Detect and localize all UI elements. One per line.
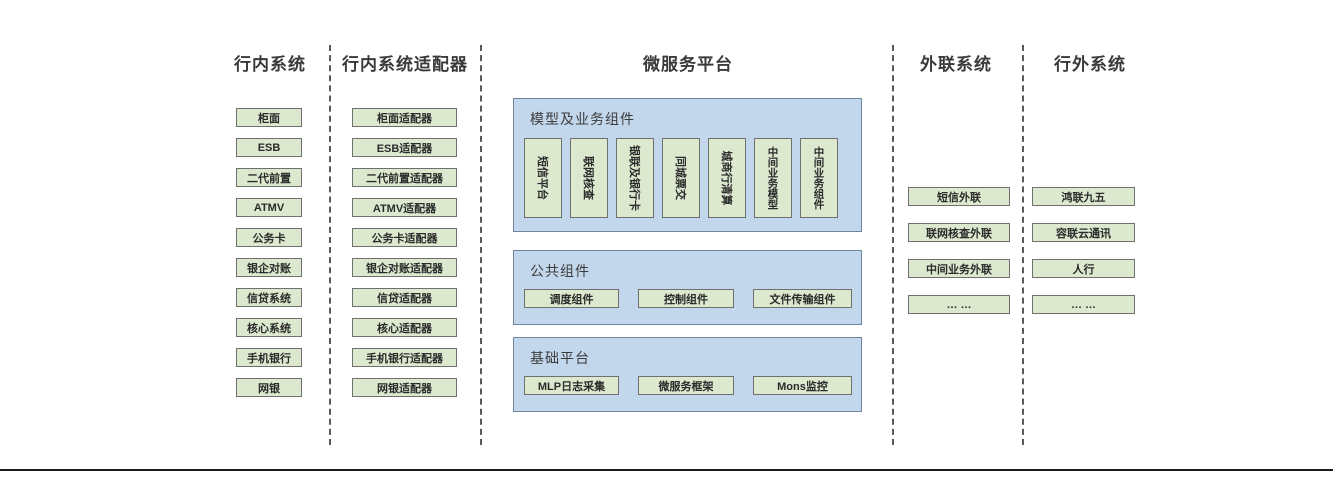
column-external-systems: 短信外联 联网核查外联 中间业务外联 … … [908, 187, 1010, 314]
divider-dashed-line [480, 45, 482, 445]
panel-model-business-components: 模型及业务组件 短信平台 联网核查 银联及银行卡 同城票交 城商行清算 中间业务… [513, 98, 862, 232]
system-box: 信贷系统 [236, 288, 302, 307]
panel-label: 基础平台 [530, 350, 590, 366]
system-box: 核心系统 [236, 318, 302, 337]
component-box: 调度组件 [524, 289, 619, 308]
vertical-box-row: 短信平台 联网核查 银联及银行卡 同城票交 城商行清算 中间业务模型 中间业务组… [524, 138, 838, 218]
header-internal-systems: 行内系统 [234, 55, 306, 74]
adapter-box: ESB适配器 [352, 138, 457, 157]
component-box-vertical: 短信平台 [524, 138, 562, 218]
component-label: 短信平台 [536, 156, 548, 200]
panel-common-components: 公共组件 调度组件 控制组件 文件传输组件 [513, 250, 862, 325]
panel-base-platform: 基础平台 MLP日志采集 微服务框架 Mons监控 [513, 337, 862, 412]
component-box-vertical: 中间业务模型 [754, 138, 792, 218]
adapter-box: 网银适配器 [352, 378, 457, 397]
system-box: 公务卡 [236, 228, 302, 247]
header-outside-systems: 行外系统 [1054, 55, 1126, 74]
column-internal-systems: 柜面 ESB 二代前置 ATMV 公务卡 银企对账 信贷系统 核心系统 手机银行… [236, 108, 302, 397]
component-box-vertical: 同城票交 [662, 138, 700, 218]
bottom-rule [0, 469, 1333, 471]
adapter-box: ATMV适配器 [352, 198, 457, 217]
component-box: 微服务框架 [638, 376, 734, 395]
adapter-box: 手机银行适配器 [352, 348, 457, 367]
adapter-box: 柜面适配器 [352, 108, 457, 127]
external-box: 短信外联 [908, 187, 1010, 206]
component-label: 中间业务组件 [812, 146, 825, 210]
header-microservice-platform: 微服务平台 [643, 55, 733, 74]
adapter-box: 二代前置适配器 [352, 168, 457, 187]
horizontal-box-row: MLP日志采集 微服务框架 Mons监控 [524, 376, 852, 395]
adapter-box: 核心适配器 [352, 318, 457, 337]
horizontal-box-row: 调度组件 控制组件 文件传输组件 [524, 289, 852, 308]
system-box: 二代前置 [236, 168, 302, 187]
component-label: 银联及银行卡 [628, 145, 640, 211]
component-box-vertical: 中间业务组件 [800, 138, 838, 218]
system-box: 银企对账 [236, 258, 302, 277]
component-box-vertical: 银联及银行卡 [616, 138, 654, 218]
component-box: 文件传输组件 [753, 289, 852, 308]
system-box: ESB [236, 138, 302, 157]
component-box: MLP日志采集 [524, 376, 619, 395]
component-box: Mons监控 [753, 376, 852, 395]
component-label: 同城票交 [674, 156, 686, 200]
external-box: 中间业务外联 [908, 259, 1010, 278]
outside-box: … … [1032, 295, 1135, 314]
adapter-box: 公务卡适配器 [352, 228, 457, 247]
panel-label: 公共组件 [530, 263, 590, 279]
panel-label: 模型及业务组件 [530, 111, 635, 127]
system-box: 手机银行 [236, 348, 302, 367]
column-internal-adapters: 柜面适配器 ESB适配器 二代前置适配器 ATMV适配器 公务卡适配器 银企对账… [352, 108, 457, 397]
component-label: 中间业务模型 [766, 146, 779, 210]
outside-box: 人行 [1032, 259, 1135, 278]
adapter-box: 银企对账适配器 [352, 258, 457, 277]
outside-box: 容联云通讯 [1032, 223, 1135, 242]
divider-dashed-line [329, 45, 331, 445]
column-outside-systems: 鸿联九五 容联云通讯 人行 … … [1032, 187, 1135, 314]
system-box: ATMV [236, 198, 302, 217]
component-label: 城商行清算 [720, 150, 732, 206]
header-external-systems: 外联系统 [920, 55, 992, 74]
component-box-vertical: 城商行清算 [708, 138, 746, 218]
adapter-box: 信贷适配器 [352, 288, 457, 307]
external-box: 联网核查外联 [908, 223, 1010, 242]
external-box: … … [908, 295, 1010, 314]
header-internal-adapters: 行内系统适配器 [342, 55, 468, 74]
outside-box: 鸿联九五 [1032, 187, 1135, 206]
system-box: 网银 [236, 378, 302, 397]
component-label: 联网核查 [582, 156, 594, 200]
component-box: 控制组件 [638, 289, 734, 308]
component-box-vertical: 联网核查 [570, 138, 608, 218]
divider-dashed-line [1022, 45, 1024, 445]
system-box: 柜面 [236, 108, 302, 127]
divider-dashed-line [892, 45, 894, 445]
